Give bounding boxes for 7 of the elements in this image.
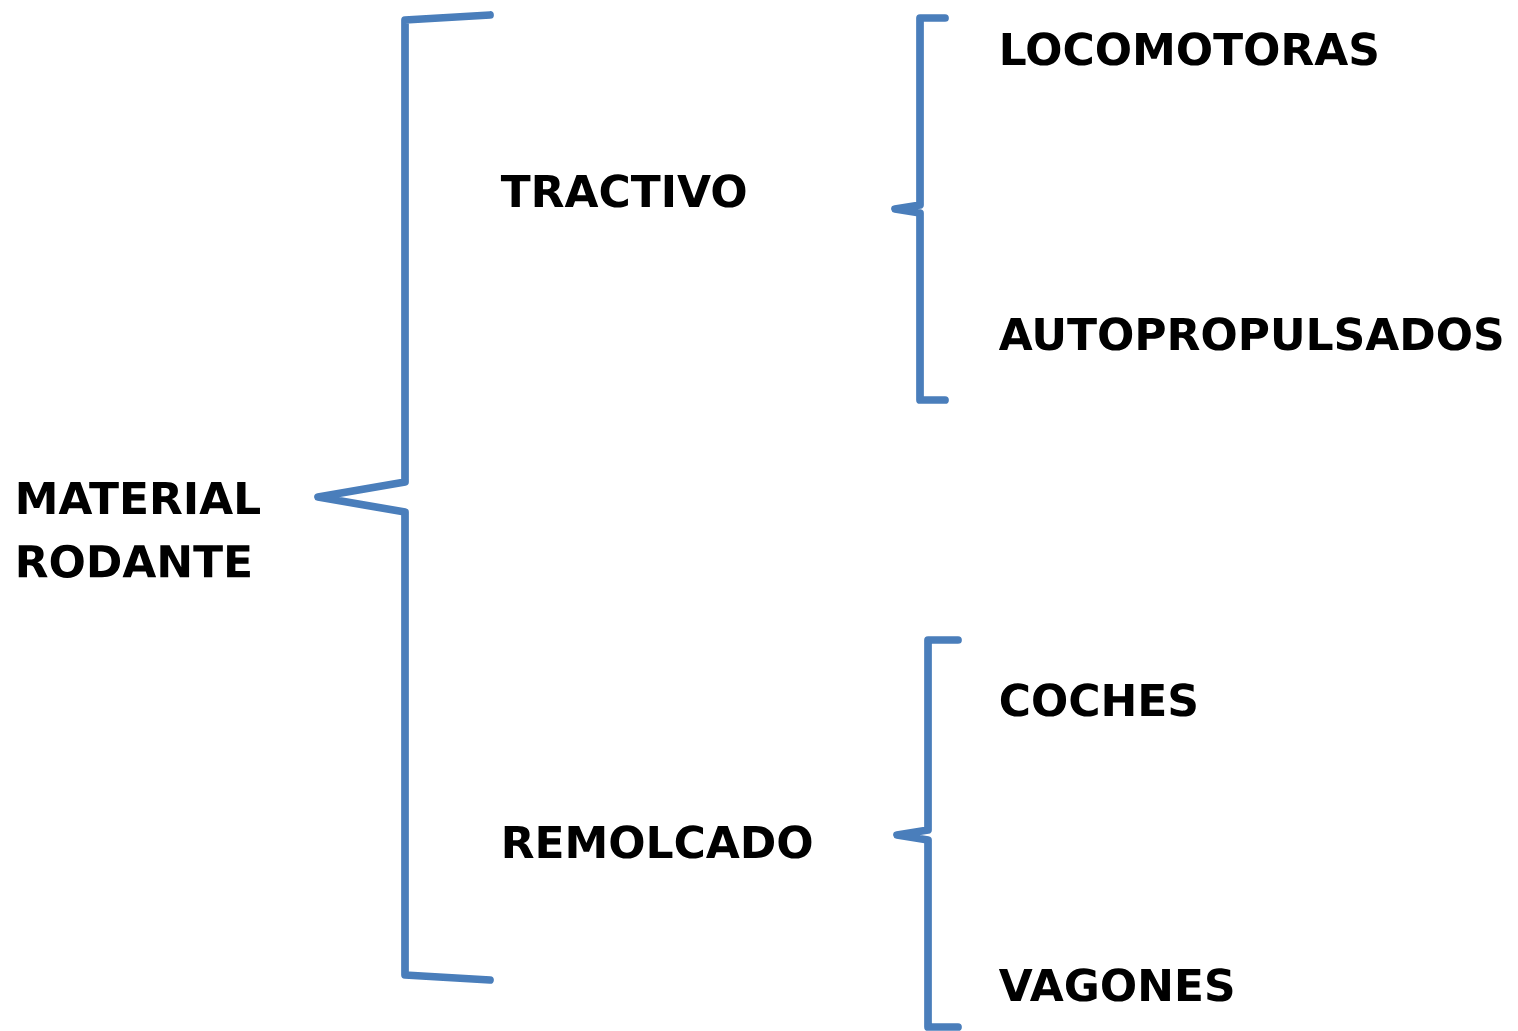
category-label: MATERIAL RODANTE (18, 482, 260, 578)
category-label: REMOLCADO (504, 825, 812, 859)
category-label: AUTOPROPULSADOS (998, 317, 1502, 351)
category-label: LOCOMOTORAS (1002, 32, 1377, 66)
category-label: COCHES (1000, 683, 1196, 717)
category-label: TRACTIVO (500, 174, 746, 208)
category-label: VAGONES (998, 968, 1233, 1002)
